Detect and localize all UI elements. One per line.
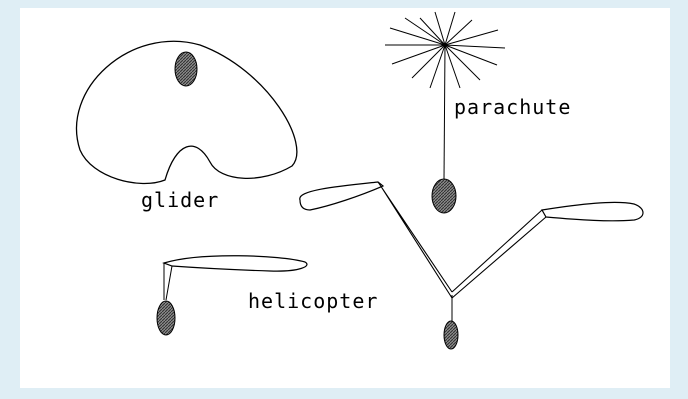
glider-label: glider	[141, 188, 219, 212]
parachute-seed	[432, 179, 456, 213]
parachute-stalk	[444, 45, 445, 180]
helicopter-left-wing	[300, 182, 383, 210]
single-wing-seed	[157, 301, 175, 335]
helicopter-right-arm	[452, 210, 546, 298]
helicopter-right-wing	[542, 202, 643, 220]
single-wing-blade	[164, 256, 307, 271]
glider-seed	[175, 52, 197, 86]
helicopter-seed	[444, 321, 458, 349]
helicopter-label: helicopter	[248, 289, 378, 313]
glider-figure	[77, 41, 297, 183]
helicopter-figure	[300, 182, 643, 349]
single-wing-stem	[164, 263, 172, 300]
parachute-label: parachute	[454, 95, 571, 119]
